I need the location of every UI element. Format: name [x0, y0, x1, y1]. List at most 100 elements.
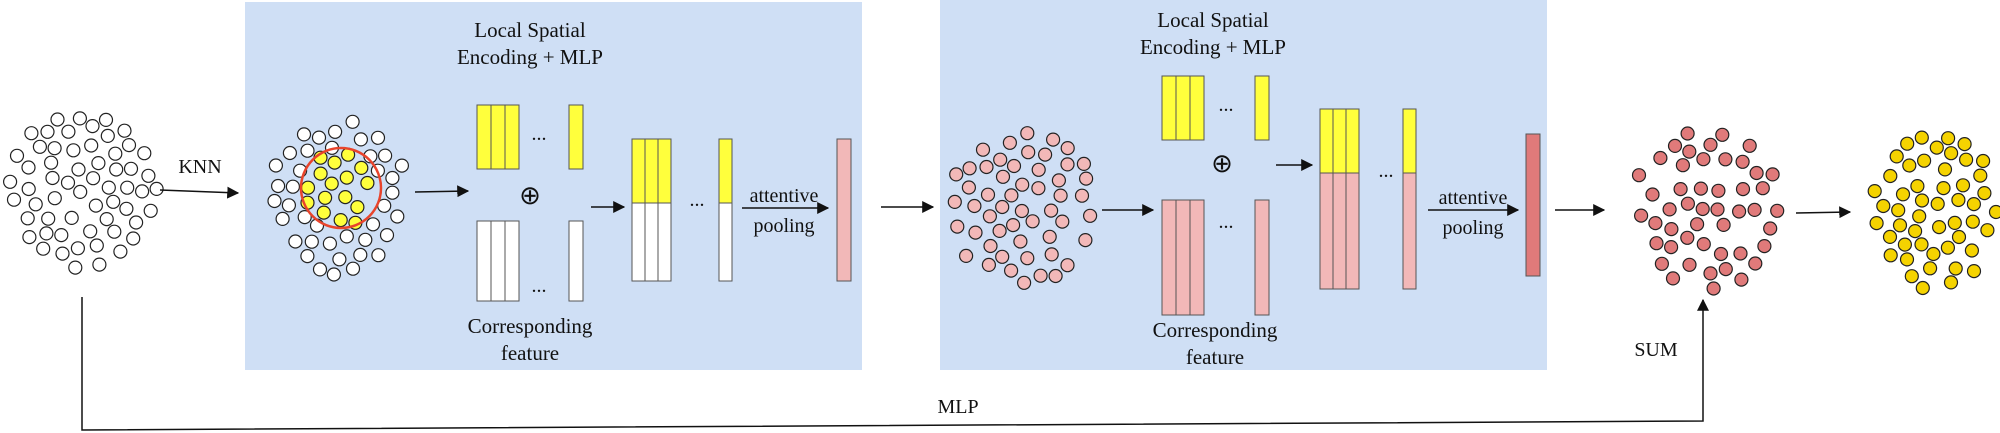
point [113, 244, 128, 259]
point [358, 232, 373, 247]
point [1048, 268, 1063, 284]
point [1706, 281, 1721, 296]
point [41, 211, 56, 226]
point [92, 257, 107, 272]
point [143, 203, 158, 218]
point [983, 238, 998, 254]
point [1060, 141, 1075, 156]
point [1045, 132, 1061, 147]
point [43, 155, 59, 170]
point [267, 193, 282, 209]
point [61, 124, 76, 139]
point [327, 155, 342, 170]
point [1966, 264, 1982, 279]
point [365, 217, 381, 232]
point [313, 166, 328, 181]
point [1051, 173, 1067, 188]
point [1648, 216, 1663, 231]
point [1680, 230, 1695, 245]
point [1869, 216, 1884, 231]
point [345, 114, 360, 129]
panel-2-title-line2: Encoding + MLP [1140, 35, 1286, 59]
panel-1-background [245, 2, 862, 370]
point [282, 145, 297, 161]
aggregated-point-cloud [1631, 126, 1785, 296]
point [1682, 257, 1697, 272]
point [371, 248, 386, 263]
point [1988, 204, 2000, 220]
point [378, 148, 393, 163]
point [980, 187, 996, 202]
point [1770, 203, 1785, 218]
panel-1-ellipsis-mid: ... [690, 189, 705, 211]
point [1973, 168, 1988, 183]
point [6, 192, 22, 207]
point [1078, 171, 1094, 186]
point [1755, 181, 1770, 196]
point [1631, 168, 1647, 183]
point [85, 118, 100, 134]
point [297, 210, 312, 225]
point [1914, 237, 1929, 252]
point [1695, 201, 1710, 217]
point [1665, 271, 1681, 286]
point [328, 124, 343, 139]
encode-arrow [414, 185, 470, 198]
panel-1-title-line2: Encoding + MLP [457, 45, 603, 69]
point [107, 224, 122, 239]
point [1016, 275, 1032, 290]
point [32, 139, 48, 154]
point [1680, 126, 1695, 141]
point [296, 127, 312, 142]
point [1675, 158, 1691, 173]
point [1703, 137, 1718, 152]
point [1696, 237, 1711, 252]
output-point-cloud [1867, 130, 2000, 296]
point [1037, 147, 1053, 162]
point [1021, 145, 1036, 160]
point [1004, 188, 1019, 203]
point [101, 180, 116, 195]
point [1747, 202, 1762, 217]
point [1876, 198, 1891, 214]
point [1082, 208, 1098, 223]
panel-2-local-feature-block [1161, 75, 1270, 316]
point [119, 201, 134, 216]
point [1757, 239, 1772, 254]
point [300, 180, 316, 195]
point [1867, 184, 1882, 199]
point [354, 160, 369, 175]
point [1689, 217, 1705, 232]
point [54, 228, 69, 243]
panel-2-ellipsis-bottom: ... [1219, 211, 1234, 233]
point [995, 249, 1010, 264]
point [353, 132, 368, 147]
point [1025, 214, 1040, 229]
point [1664, 222, 1679, 237]
point [1891, 203, 1906, 218]
point [350, 200, 365, 215]
point [1653, 150, 1668, 166]
output-arrow-2 [1795, 206, 1852, 219]
point [1947, 215, 1962, 230]
point [1060, 157, 1075, 172]
point [385, 185, 400, 200]
panel-2-concatenated-feature-block [1319, 108, 1417, 290]
point [1958, 152, 1974, 167]
point [949, 167, 964, 182]
point [300, 249, 315, 264]
point [60, 175, 76, 190]
point [1713, 246, 1729, 262]
knn-point-cloud [267, 114, 409, 282]
panel-1-title-line1: Local Spatial [474, 18, 586, 42]
point [1033, 268, 1048, 283]
point [1716, 217, 1731, 232]
point [66, 143, 81, 158]
point [1663, 240, 1679, 255]
point [979, 159, 994, 175]
point [1715, 127, 1730, 142]
point [1951, 229, 1967, 245]
point [1742, 138, 1757, 153]
point [1076, 156, 1092, 171]
